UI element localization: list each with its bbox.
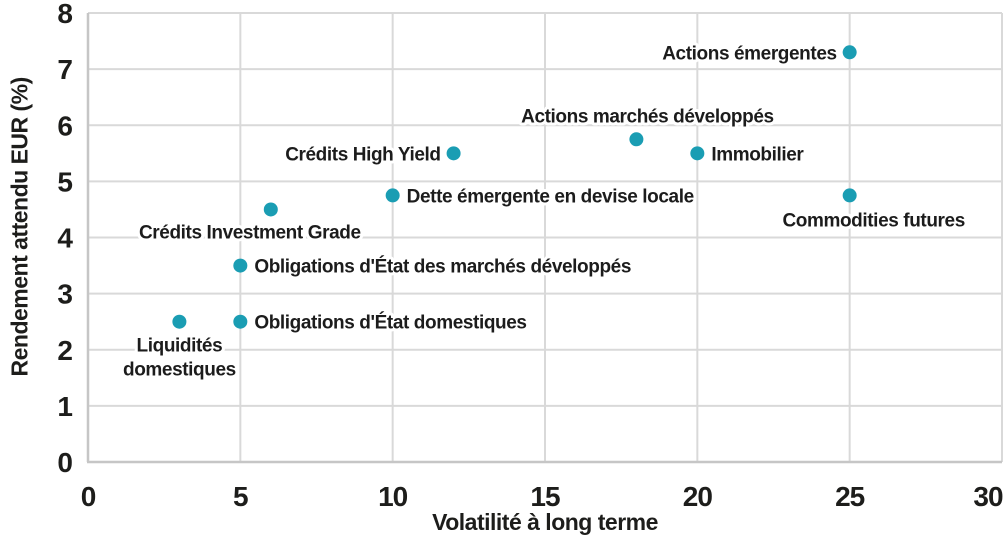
data-point-label: Commodities futures xyxy=(782,210,964,231)
x-tick-label: 10 xyxy=(378,481,408,512)
x-tick-label: 5 xyxy=(233,481,248,512)
x-tick-label: 25 xyxy=(835,481,865,512)
data-point xyxy=(842,188,857,203)
data-point-label: Obligations d'État domestiques xyxy=(254,312,526,334)
y-tick-label: 7 xyxy=(57,54,72,85)
data-point xyxy=(690,146,705,161)
data-point xyxy=(233,258,248,273)
x-tick-label: 15 xyxy=(530,481,560,512)
x-axis-title: Volatilité à long terme xyxy=(432,509,658,535)
data-point xyxy=(172,314,187,329)
y-tick-label: 8 xyxy=(57,0,72,29)
data-point xyxy=(385,188,400,203)
y-tick-label: 1 xyxy=(57,391,72,422)
data-point-label: Actions marchés développés xyxy=(521,106,774,127)
y-tick-label: 3 xyxy=(57,279,72,310)
data-point-label: Obligations d'État des marchés développé… xyxy=(254,256,631,278)
data-point-label: Crédits High Yield xyxy=(285,144,440,165)
data-point-label: Crédits Investment Grade xyxy=(139,222,361,243)
data-point xyxy=(233,314,248,329)
data-point xyxy=(842,45,857,60)
y-tick-label: 0 xyxy=(57,447,72,478)
x-tick-label: 0 xyxy=(81,481,96,512)
y-tick-label: 2 xyxy=(57,335,72,366)
y-tick-label: 4 xyxy=(57,223,73,254)
data-point-label: Immobilier xyxy=(711,144,804,165)
data-point xyxy=(629,132,644,147)
y-tick-label: 6 xyxy=(57,110,72,141)
x-tick-label: 20 xyxy=(683,481,713,512)
data-point-label: Actions émergentes xyxy=(662,43,836,64)
data-point xyxy=(446,146,461,161)
y-axis-title: Rendement attendu EUR (%) xyxy=(6,77,33,377)
x-tick-label: 30 xyxy=(973,481,1003,512)
y-tick-label: 5 xyxy=(57,166,72,197)
data-point-label: Dette émergente en devise locale xyxy=(407,186,694,207)
data-point xyxy=(263,202,278,217)
